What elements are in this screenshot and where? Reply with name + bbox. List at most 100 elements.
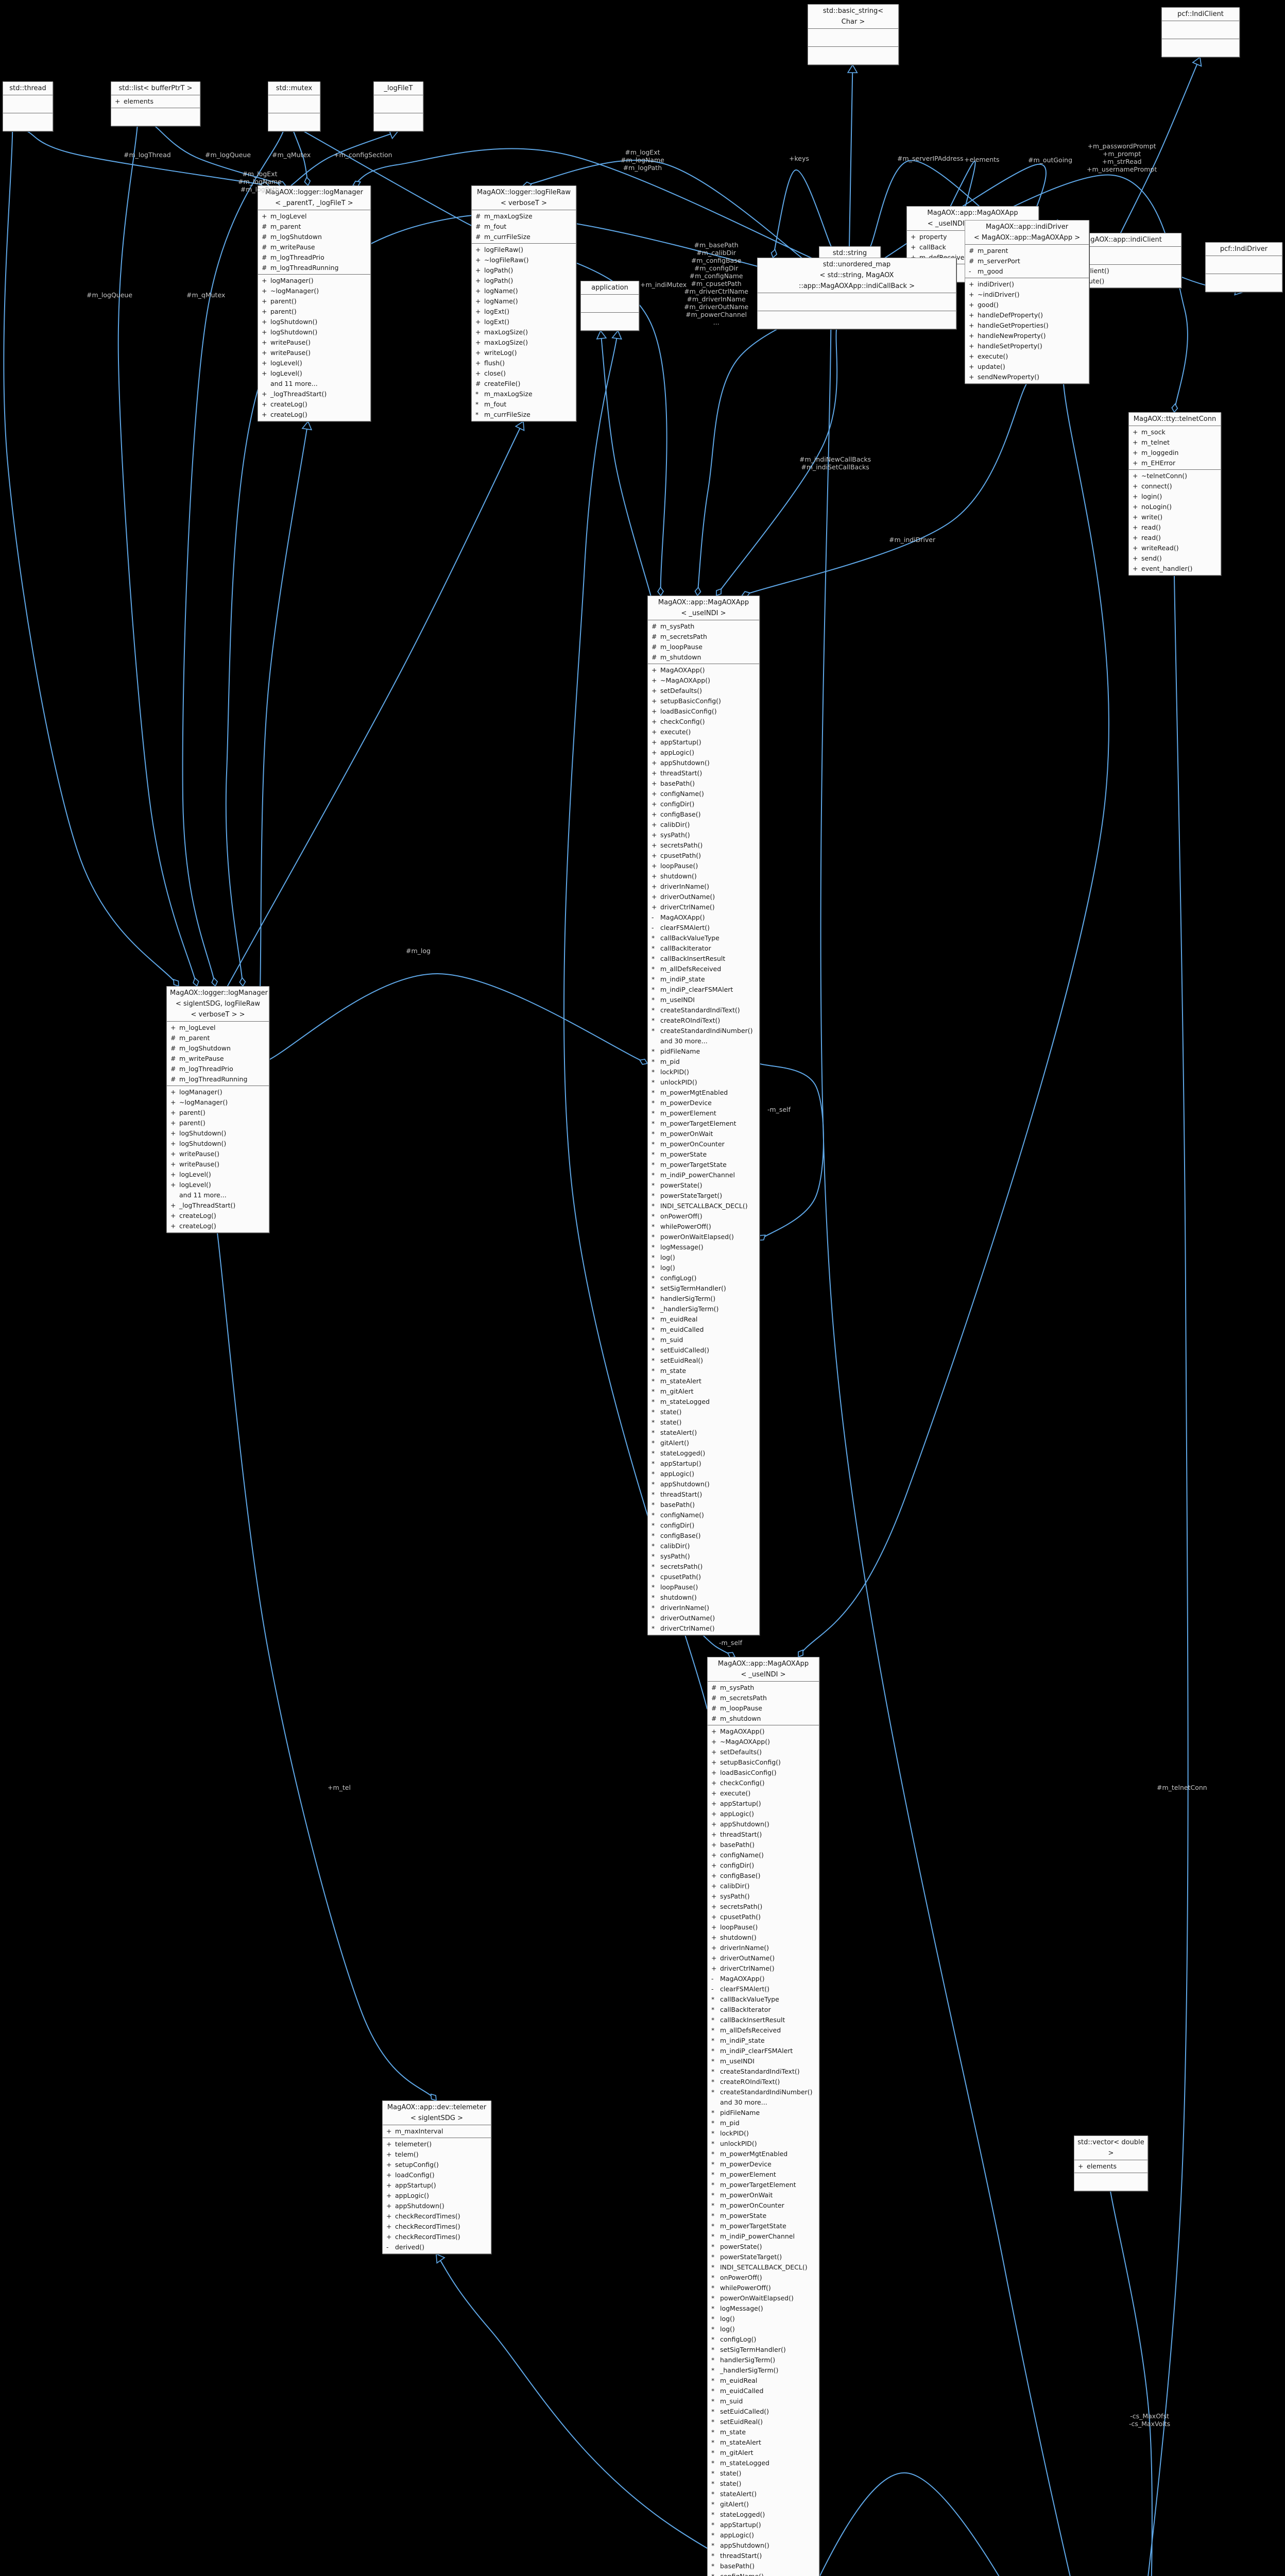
- member-name: handlerSigTerm(): [720, 2356, 776, 2364]
- member-row: +handleGetProperties(): [965, 320, 1089, 331]
- node-indidriver-inst[interactable]: MagAOX::app::indiDriver< MagAOX::app::Ma…: [965, 220, 1089, 384]
- node-telemeter[interactable]: MagAOX::app::dev::telemeter< siglentSDG …: [382, 2100, 491, 2254]
- node-std-basic-string[interactable]: std::basic_string<Char >: [808, 4, 899, 65]
- visibility-prefix: +: [652, 738, 657, 746]
- visibility-prefix: +: [711, 1892, 717, 1900]
- visibility-prefix: *: [652, 1192, 655, 1199]
- visibility-prefix: +: [652, 779, 657, 787]
- member-row: *pidFileName: [648, 1046, 759, 1057]
- node-logmanager-derived[interactable]: MagAOX::logger::logManager< siglentSDG, …: [166, 986, 269, 1233]
- member-name: log(): [720, 2325, 735, 2333]
- member-row: *cpusetPath(): [648, 1572, 759, 1582]
- node-magaoxapp-2[interactable]: MagAOX::app::MagAOXApp< _useINDI >#m_sys…: [707, 1657, 819, 2576]
- member-row: +secretsPath(): [648, 840, 759, 851]
- node-logfilet[interactable]: _logFileT: [373, 81, 423, 131]
- node-telnetconn[interactable]: MagAOX::tty::telnetConn+m_sock+m_telnet+…: [1128, 412, 1221, 575]
- member-row: *lockPID(): [708, 2128, 819, 2139]
- member-name: appStartup(): [395, 2181, 436, 2189]
- node-vector-double[interactable]: std::vector< double >+elements: [1074, 2136, 1148, 2191]
- node-logfileraw-verboset[interactable]: MagAOX::logger::logFileRaw< verboseT >#m…: [471, 185, 576, 421]
- node-pcf-indidriver[interactable]: pcf::IndiDriver: [1205, 242, 1282, 292]
- visibility-prefix: +: [652, 883, 657, 890]
- member-row: *powerOnWaitElapsed(): [648, 1232, 759, 1242]
- member-row: *INDI_SETCALLBACK_DECL(): [708, 2262, 819, 2273]
- member-name: m_powerTargetState: [660, 1161, 727, 1168]
- member-row: #m_parent: [258, 222, 370, 232]
- member-row: *stateAlert(): [708, 2489, 819, 2499]
- member-name: lockPID(): [720, 2129, 749, 2137]
- member-row: +loadBasicConfig(): [708, 1768, 819, 1778]
- visibility-prefix: *: [711, 2201, 715, 2209]
- visibility-prefix: *: [711, 2366, 715, 2374]
- member-row: +threadStart(): [708, 1829, 819, 1840]
- member-row: -derived(): [383, 2242, 491, 2252]
- visibility-prefix: +: [1133, 428, 1138, 436]
- visibility-prefix: *: [711, 2480, 715, 2487]
- member-row: +configName(): [708, 1850, 819, 1860]
- node-std-thread[interactable]: std::thread: [3, 81, 53, 131]
- visibility-prefix: #: [170, 1055, 176, 1062]
- visibility-prefix: +: [170, 1109, 176, 1116]
- member-row: +property: [907, 232, 1038, 242]
- visibility-prefix: +: [911, 252, 919, 263]
- member-row: +and 11 more...: [258, 379, 370, 389]
- visibility-prefix: *: [652, 1387, 655, 1395]
- member-name: _logThreadStart(): [270, 390, 327, 398]
- member-name: logMessage(): [720, 2304, 763, 2312]
- member-name: state(): [660, 1408, 682, 1416]
- node-pcf-indiclient[interactable]: pcf::IndiClient: [1161, 7, 1240, 57]
- member-row: #m_loopPause: [708, 1703, 819, 1714]
- node-application[interactable]: application: [580, 281, 639, 331]
- member-row: +m_logLevel: [258, 211, 370, 222]
- node-title-line: < MagAOX::app::MagAOXApp >: [973, 234, 1081, 242]
- member-row: +calibDir(): [648, 820, 759, 830]
- member-name: MagAOXApp(): [720, 1727, 765, 1735]
- member-name: threadStart(): [660, 769, 703, 777]
- member-name: log(): [660, 1264, 675, 1272]
- member-row: #m_shutdown: [648, 652, 759, 663]
- member-name: setupBasicConfig(): [660, 697, 721, 705]
- visibility-prefix: +: [386, 2140, 392, 2148]
- member-row: +writeLog(): [472, 348, 576, 358]
- visibility-prefix: +: [475, 287, 481, 295]
- member-row: *m_indiP_powerChannel: [708, 2231, 819, 2242]
- member-name: threadStart(): [720, 1831, 762, 1838]
- member-row: +write(): [1129, 512, 1221, 522]
- node-title-line: ::app::MagAOXApp::indiCallBack >: [798, 282, 915, 290]
- node-std-list-bufferptrt[interactable]: std::list< bufferPtrT >+elements: [111, 81, 200, 126]
- node-magaoxapp-1[interactable]: MagAOX::app::MagAOXApp< _useINDI >#m_sys…: [647, 596, 760, 1635]
- member-row: *m_powerState: [648, 1149, 759, 1160]
- member-name: pidFileName: [660, 1047, 700, 1055]
- member-row: +close(): [472, 368, 576, 379]
- member-row: +loopPause(): [708, 1922, 819, 1933]
- member-name: m_fout: [484, 223, 507, 230]
- visibility-prefix: *: [711, 2346, 715, 2353]
- member-row: +MagAOXApp(): [648, 665, 759, 675]
- visibility-prefix: *: [711, 1995, 715, 2003]
- member-row: #m_loopPause: [648, 642, 759, 652]
- node-title-line: < _useINDI >: [741, 1671, 786, 1679]
- edge-telnetconn-to-siglentsdg: [1147, 575, 1189, 2576]
- visibility-prefix: +: [170, 1160, 176, 1168]
- member-name: callBackIterator: [720, 2006, 771, 2013]
- node-logmanager-generic[interactable]: MagAOX::logger::logManager< _parentT, _l…: [258, 185, 371, 421]
- visibility-prefix: *: [652, 1604, 655, 1612]
- member-name: writePause(): [270, 349, 311, 357]
- visibility-prefix: *: [711, 2006, 715, 2013]
- node-std-mutex[interactable]: std::mutex: [268, 81, 320, 131]
- node-attrs-compartment: #m_maxLogSize#m_fout#m_currFileSize: [472, 210, 576, 243]
- member-name: elements: [124, 97, 154, 105]
- member-row: *log(): [648, 1263, 759, 1273]
- member-row: +telem(): [383, 2149, 491, 2160]
- member-name: logExt(): [484, 318, 510, 326]
- visibility-prefix: #: [711, 1704, 717, 1712]
- member-row: +configBase(): [648, 809, 759, 820]
- visibility-prefix: *: [652, 1521, 655, 1529]
- member-row: *INDI_SETCALLBACK_DECL(): [648, 1201, 759, 1211]
- node-unordered-map[interactable]: std::unordered_map< std::string, MagAOX:…: [757, 258, 956, 329]
- member-row: +logLevel(): [167, 1170, 269, 1180]
- visibility-prefix: +: [652, 821, 657, 828]
- inheritance-arrow-icon: [596, 330, 607, 340]
- member-name: derived(): [395, 2243, 425, 2251]
- member-row: *callBackIterator: [648, 943, 759, 954]
